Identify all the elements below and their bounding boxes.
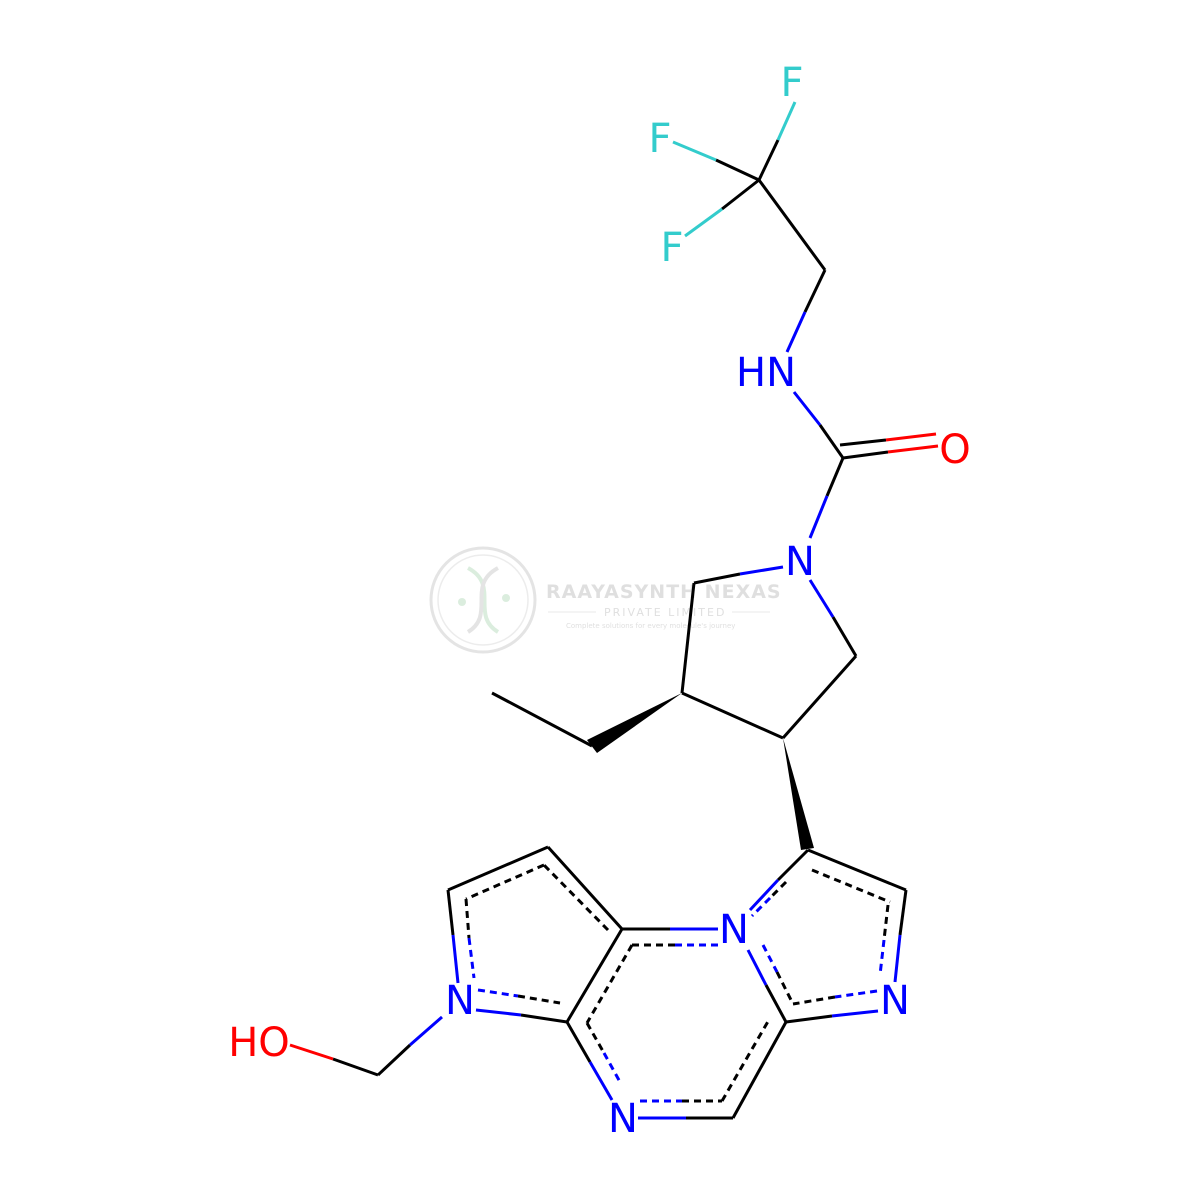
bond-c1-c3-imid-dash <box>811 868 891 904</box>
atom-fluorine-1: F <box>780 60 803 106</box>
bond-n-bridge-c4a <box>622 927 718 947</box>
bond-c2-c3 <box>680 582 696 694</box>
bond-c6-n-pyrrole <box>446 889 476 984</box>
bond-c-h-c8a <box>731 1021 788 1119</box>
bond-cf3-f1 <box>757 101 797 181</box>
atom-imidazole-nitrogen: N <box>880 978 910 1024</box>
bond-carbonyl-double-o <box>839 432 939 460</box>
atom-amide-nitrogen: HN <box>736 350 796 396</box>
bond-c1-c3-imid <box>807 848 907 892</box>
bond-n-pyrazine-c-h <box>638 1099 733 1120</box>
bond-c4-c5 <box>781 655 858 739</box>
bond-c5-c6-dash <box>465 863 545 901</box>
wedge-bond-c3-ethyl <box>587 693 682 753</box>
atom-pyrrolidine-nitrogen: N <box>785 539 815 585</box>
bond-n-pyrrole-c8b <box>475 988 568 1024</box>
bond-cf3-f2 <box>672 140 760 182</box>
watermark-title: RAAYASYNTH NEXAS <box>546 581 782 603</box>
bond-carbonyl-n-ring <box>808 457 845 539</box>
bond-c4a-c5-dash <box>542 863 610 932</box>
bond-cf3-ch2 <box>757 179 827 271</box>
bond-ch2-nh <box>785 269 827 353</box>
watermark: RAAYASYNTH NEXAS PRIVATE LIMITED Complet… <box>429 546 782 654</box>
bond-c-h-c8a-dash <box>720 1017 772 1102</box>
bond-nh-carbonyl <box>792 391 845 459</box>
bond-c4a-c8b-dash <box>585 944 634 1024</box>
atom-carbonyl-oxygen: O <box>939 427 970 473</box>
atom-pyrazine-nitrogen: N <box>608 1096 638 1142</box>
bond-c3-c4 <box>681 691 784 740</box>
wedge-bond-c4-tricycle <box>783 738 814 850</box>
bond-cf3-f3 <box>684 178 760 238</box>
bond-n-ring-c2 <box>693 565 784 585</box>
atom-fluorine-2: F <box>648 116 671 162</box>
dna-helix-icon <box>429 546 537 654</box>
bond-n-pyrrole-ch2 <box>376 1015 443 1077</box>
bond-c4a-c8b <box>565 928 624 1023</box>
atom-fluorine-3: F <box>660 225 683 271</box>
bond-ch2-oh <box>289 1043 379 1077</box>
atom-hydroxyl-oxygen: HO <box>228 1020 290 1066</box>
bond-n2-c8a <box>785 989 879 1024</box>
bond-c5-c6 <box>447 845 549 892</box>
atom-pyrrole-nitrogen: N <box>445 978 475 1024</box>
bond-n-ring-c5 <box>808 579 858 657</box>
watermark-subtitle: PRIVATE LIMITED <box>604 606 726 619</box>
bond-c4a-c5 <box>546 845 624 931</box>
bond-c1-n-bridge <box>748 848 810 918</box>
atom-bridgehead-nitrogen: N <box>719 907 749 953</box>
bond-n-bridge-c8a <box>746 944 795 1023</box>
bond-ethyl-ch3 <box>491 691 593 748</box>
bond-c8b-n-pyrazine <box>565 1021 622 1101</box>
watermark-tagline: Complete solutions for every molecule's … <box>566 622 735 630</box>
bond-c3-n2 <box>878 889 908 983</box>
